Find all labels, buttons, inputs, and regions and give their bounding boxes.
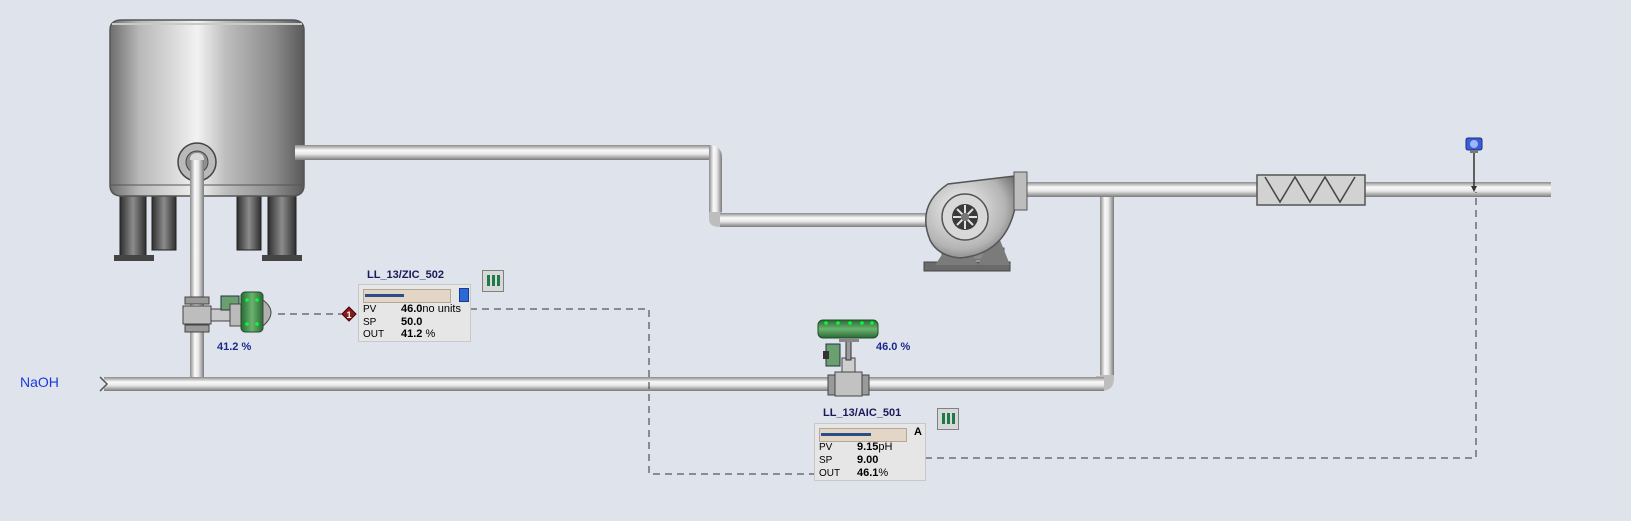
- faceplate-open-button-zic502[interactable]: [482, 270, 504, 292]
- faceplate-mode-label: A: [914, 426, 922, 438]
- storage-tank: [109, 19, 305, 261]
- tank-leg: [151, 191, 177, 251]
- signal-lines: [278, 192, 1477, 475]
- valve-output-av501: 46.0 %: [876, 341, 911, 353]
- control-valve-av501[interactable]: [817, 319, 879, 397]
- faceplate-bar-aic501: [819, 428, 907, 442]
- faceplate-row-pv: PV 9.15pH: [819, 441, 893, 453]
- tank-leg: [236, 191, 262, 251]
- alarm-badge-number: 1: [346, 310, 351, 320]
- tank-leg: [119, 191, 147, 261]
- centrifugal-pump: [923, 171, 1028, 272]
- ph-transmitter-icon: [1465, 137, 1483, 192]
- faceplate-tag-aic501[interactable]: LL_13/AIC_501: [823, 407, 902, 419]
- control-valve-zv502[interactable]: [182, 291, 272, 333]
- stream-label-naoh: NaOH: [20, 374, 59, 390]
- faceplate-row-sp[interactable]: SP 50.0: [363, 316, 423, 328]
- faceplate-zic502[interactable]: PV 46.0no units SP 50.0 OUT 41.2 %: [358, 284, 471, 342]
- valve-output-zv502: 41.2 %: [217, 341, 252, 353]
- tank-leg: [267, 191, 297, 261]
- faceplate-row-out: OUT 41.2 %: [363, 328, 436, 340]
- faceplate-open-button-aic501[interactable]: [937, 408, 959, 430]
- faceplate-row-pv: PV 46.0no units: [363, 303, 461, 315]
- faceplate-icon: [942, 413, 945, 424]
- faceplate-icon: [487, 275, 490, 286]
- faceplate-bar-zic502: [363, 289, 451, 303]
- faceplate-row-out: OUT 46.1%: [819, 467, 889, 479]
- faceplate-mode-box: [459, 288, 469, 302]
- faceplate-bar-fill: [821, 433, 871, 436]
- faceplate-bar-fill: [365, 294, 404, 297]
- inline-heat-exchanger: [1256, 174, 1366, 206]
- faceplate-row-sp[interactable]: SP 9.00: [819, 454, 879, 466]
- faceplate-tag-zic502[interactable]: LL_13/ZIC_502: [367, 269, 445, 281]
- faceplate-aic501[interactable]: A PV 9.15pH SP 9.00 OUT 46.1%: [814, 423, 926, 481]
- alarm-indicator-icon[interactable]: 1: [341, 306, 357, 322]
